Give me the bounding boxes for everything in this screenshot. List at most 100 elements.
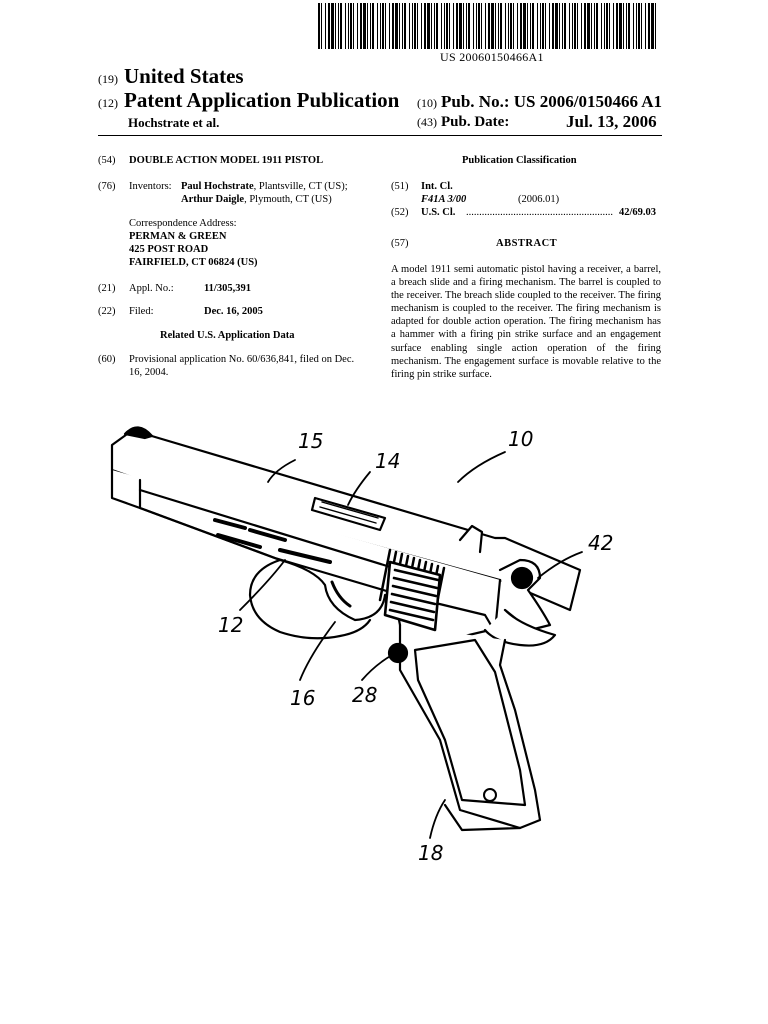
barcode-bar	[537, 3, 538, 49]
barcode-bar	[591, 3, 592, 49]
barcode-bar	[468, 3, 470, 49]
barcode-bar	[651, 3, 654, 49]
barcode-bar	[444, 3, 445, 49]
barcode-bar	[572, 3, 573, 49]
ref-16: 16	[290, 686, 315, 710]
hammer-pivot	[510, 566, 534, 590]
barcode-bar	[601, 3, 602, 49]
barcode-bar	[331, 3, 334, 49]
uscl-value: 42/69.03	[619, 207, 657, 218]
barcode-bar	[604, 3, 605, 49]
grip-checkering	[383, 560, 442, 632]
pub-type-tag: (12)	[98, 96, 118, 110]
barcode-bar	[645, 3, 646, 49]
barcode-bar	[606, 3, 608, 49]
appl-label: Appl. No.:	[129, 283, 174, 294]
leader-28	[361, 654, 393, 681]
inventor-1: Paul Hochstrate, Plantsville, CT (US);	[181, 180, 348, 193]
barcode-bar	[596, 3, 598, 49]
ejection-port	[310, 496, 387, 532]
rear-sight	[458, 524, 484, 554]
leader-12	[239, 559, 286, 611]
barcode-bar	[414, 3, 416, 49]
barcode-bar	[348, 3, 349, 49]
barcode-bar	[636, 3, 637, 49]
barcode-bar	[446, 3, 448, 49]
header-divider	[98, 135, 662, 136]
barcode-bar	[412, 3, 413, 49]
country-line: (19)United States	[98, 64, 244, 89]
barcode-bar	[523, 3, 526, 49]
inventors-label: Inventors:	[129, 181, 172, 192]
barcode-bar	[370, 3, 371, 49]
barcode-bar	[574, 3, 576, 49]
barcode-bar	[517, 3, 518, 49]
barcode-label: US 20060150466A1	[440, 50, 544, 64]
barcode-bar	[623, 3, 624, 49]
barcode-bar	[431, 3, 432, 49]
correspondence-line-3: FAIRFIELD, CT 06824 (US)	[129, 257, 258, 268]
pub-date-line: (43)Pub. Date:	[417, 114, 509, 131]
barcode-bar	[498, 3, 499, 49]
barcode-bar	[385, 3, 386, 49]
country: United States	[124, 64, 244, 88]
barcode-bar	[372, 3, 374, 49]
barcode-bar	[530, 3, 531, 49]
slide-line-2	[138, 488, 402, 572]
intcl-tag: (51)	[391, 181, 409, 192]
appl-tag: (21)	[98, 283, 116, 294]
barcode-bar	[318, 3, 320, 49]
inventor-1-name: Paul Hochstrate	[181, 181, 254, 192]
barcode-bar	[648, 3, 650, 49]
barcode-bar	[552, 3, 554, 49]
leader-16	[299, 621, 336, 681]
barcode-bar	[453, 3, 454, 49]
barcode-bar	[485, 3, 486, 49]
barcode-bar	[633, 3, 634, 49]
pub-no-label: Pub. No.:	[441, 92, 510, 111]
pub-no: US 2006/0150466 A1	[513, 92, 663, 111]
inventor-2-location: , Plymouth, CT (US)	[244, 194, 332, 205]
barcode-bar	[363, 3, 366, 49]
barcode-bar	[395, 3, 398, 49]
barcode-bar	[463, 3, 464, 49]
barcode-bar	[389, 3, 390, 49]
appl-number: 11/305,391	[204, 283, 251, 294]
inventor-2: Arthur Daigle, Plymouth, CT (US)	[181, 193, 332, 206]
barcode-bar	[360, 3, 362, 49]
barcode-bar	[459, 3, 462, 49]
barcode-bar	[340, 3, 342, 49]
barcode-bar	[350, 3, 352, 49]
barcode-bar	[584, 3, 586, 49]
correspondence-line-1: PERMAN & GREEN	[129, 231, 227, 242]
leader-14	[347, 471, 371, 506]
abstract-heading: ABSTRACT	[496, 238, 558, 249]
barcode-bar	[628, 3, 630, 49]
intcl-code: F41A 3/00	[421, 194, 467, 205]
pub-date-tag: (43)	[417, 115, 437, 129]
barcode-bar	[421, 3, 422, 49]
ref-28: 28	[352, 683, 377, 707]
barcode-bar	[549, 3, 550, 49]
grip-screw	[483, 788, 497, 802]
inventor-2-name: Arthur Daigle	[181, 194, 245, 205]
pub-no-tag: (10)	[417, 96, 437, 110]
barcode-bar	[540, 3, 541, 49]
barcode-bar	[520, 3, 522, 49]
barcode-bar	[449, 3, 450, 49]
barcode-bar	[478, 3, 480, 49]
barcode-bar	[321, 3, 322, 49]
front-sight	[123, 426, 154, 440]
barcode-bar	[473, 3, 474, 49]
pub-number-line: (10) Pub. No.: US 2006/0150466 A1	[417, 92, 662, 112]
pub-date: Jul. 13, 2006	[566, 112, 657, 131]
barcode-bar	[441, 3, 442, 49]
uscl-dots: ........................................…	[466, 207, 613, 218]
ref-14: 14	[375, 449, 400, 473]
barcode-bar	[616, 3, 618, 49]
barcode-bar	[594, 3, 595, 49]
uscl-tag: (52)	[391, 207, 409, 218]
barcode-bar	[555, 3, 558, 49]
barcode-bar	[609, 3, 610, 49]
barcode-bar	[377, 3, 378, 49]
